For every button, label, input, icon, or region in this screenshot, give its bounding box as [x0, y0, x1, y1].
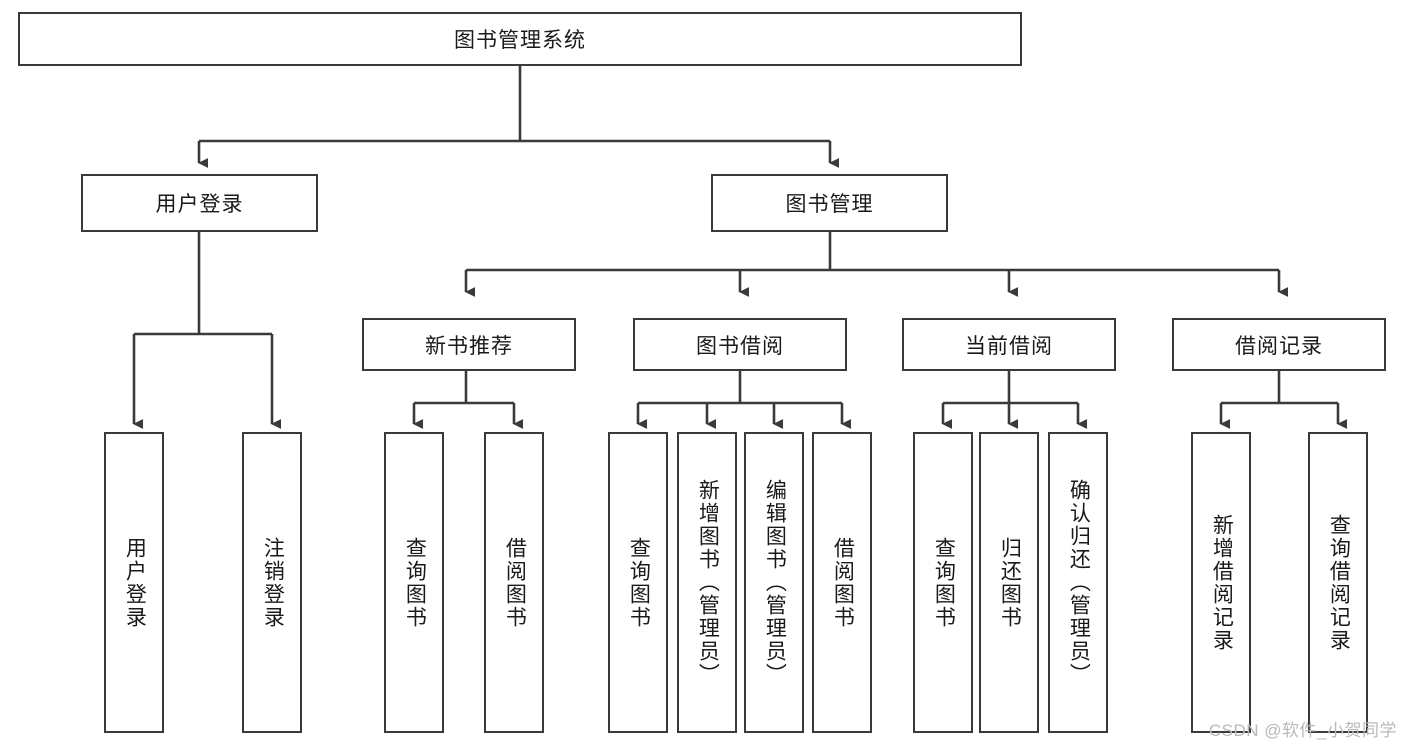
node-book-manage[interactable]: 图书管理 — [711, 174, 948, 232]
node-leaf-edit-book-label: 编辑图书（管理员） — [763, 479, 787, 686]
node-leaf-logout-label: 注销登录 — [261, 536, 285, 629]
node-leaf-borrow-book-1[interactable]: 借阅图书 — [484, 432, 544, 733]
node-leaf-add-book-label: 新增图书（管理员） — [696, 479, 720, 686]
node-leaf-borrow-book-2-label: 借阅图书 — [831, 536, 855, 629]
node-leaf-confirm-return[interactable]: 确认归还（管理员） — [1048, 432, 1108, 733]
node-leaf-query-book-2[interactable]: 查询图书 — [608, 432, 668, 733]
node-leaf-borrow-book-2[interactable]: 借阅图书 — [812, 432, 872, 733]
node-user-login[interactable]: 用户登录 — [81, 174, 318, 232]
node-leaf-return-book[interactable]: 归还图书 — [979, 432, 1039, 733]
node-book-manage-label: 图书管理 — [785, 193, 874, 216]
node-leaf-add-book[interactable]: 新增图书（管理员） — [677, 432, 737, 733]
node-borrow-record-label: 借阅记录 — [1235, 334, 1323, 358]
node-root[interactable]: 图书管理系统 — [18, 12, 1022, 66]
node-leaf-query-book-2-label: 查询图书 — [627, 536, 651, 629]
node-book-borrow[interactable]: 图书借阅 — [633, 318, 847, 371]
node-leaf-query-record-label: 查询借阅记录 — [1327, 513, 1351, 652]
node-leaf-query-book-3-label: 查询图书 — [932, 536, 956, 629]
node-leaf-user-login-label: 用户登录 — [123, 536, 147, 629]
node-leaf-confirm-return-label: 确认归还（管理员） — [1067, 479, 1091, 686]
node-root-label: 图书管理系统 — [454, 29, 586, 52]
node-leaf-add-record[interactable]: 新增借阅记录 — [1191, 432, 1251, 733]
node-leaf-query-book-1[interactable]: 查询图书 — [384, 432, 444, 733]
node-new-book-recommend[interactable]: 新书推荐 — [362, 318, 576, 371]
node-current-borrow[interactable]: 当前借阅 — [902, 318, 1116, 371]
node-leaf-edit-book[interactable]: 编辑图书（管理员） — [744, 432, 804, 733]
node-leaf-query-record[interactable]: 查询借阅记录 — [1308, 432, 1368, 733]
node-new-book-recommend-label: 新书推荐 — [425, 334, 513, 358]
node-leaf-query-book-3[interactable]: 查询图书 — [913, 432, 973, 733]
node-leaf-borrow-book-1-label: 借阅图书 — [503, 536, 527, 629]
node-leaf-logout[interactable]: 注销登录 — [242, 432, 302, 733]
node-leaf-user-login[interactable]: 用户登录 — [104, 432, 164, 733]
node-user-login-label: 用户登录 — [155, 193, 244, 216]
watermark-text: CSDN @软件_小贺同学 — [1208, 721, 1397, 740]
node-borrow-record[interactable]: 借阅记录 — [1172, 318, 1386, 371]
node-leaf-query-book-1-label: 查询图书 — [403, 536, 427, 629]
node-leaf-return-book-label: 归还图书 — [998, 536, 1022, 629]
node-book-borrow-label: 图书借阅 — [696, 334, 784, 358]
node-current-borrow-label: 当前借阅 — [965, 334, 1053, 358]
node-leaf-add-record-label: 新增借阅记录 — [1210, 513, 1234, 652]
